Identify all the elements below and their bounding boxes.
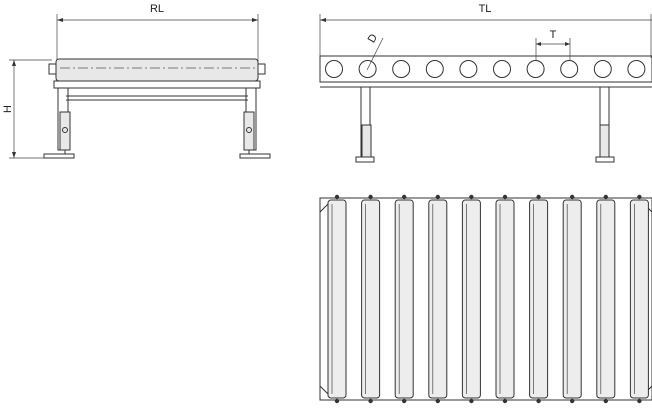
- top-roller-2: [361, 199, 381, 399]
- side-foot-right: [239, 153, 271, 159]
- top-roller-10: [629, 199, 649, 399]
- top-roller-axle-bottom-6: [502, 398, 508, 404]
- front-roller-4: [425, 60, 444, 78]
- side-view: RL H: [2, 3, 271, 159]
- h-label: H: [2, 105, 14, 113]
- top-roller-5: [461, 199, 481, 399]
- front-roller-3: [392, 60, 411, 78]
- side-frame-rail: [53, 80, 261, 89]
- t-arrow-left: [536, 42, 541, 46]
- rl-label: RL: [150, 3, 164, 15]
- top-roller-axle-top-10: [637, 194, 642, 200]
- front-leg-left-adjust: [361, 124, 372, 158]
- front-roller-8: [560, 60, 579, 78]
- front-roller-5: [459, 60, 478, 78]
- front-foot-right: [595, 156, 615, 163]
- top-roller-3: [394, 199, 414, 399]
- rl-arrow-left: [57, 18, 63, 22]
- top-roller-1: [327, 199, 347, 399]
- side-roller: [55, 58, 259, 82]
- top-roller-axle-top-8: [570, 194, 575, 200]
- front-roller-6: [493, 60, 511, 78]
- d-label: D: [366, 32, 380, 45]
- top-roller-axle-bottom-8: [570, 398, 575, 404]
- front-foot-left: [355, 156, 375, 163]
- top-roller-axle-bottom-10: [637, 398, 642, 404]
- top-roller-6: [495, 199, 515, 399]
- side-axle-left: [48, 63, 57, 75]
- top-roller-axle-bottom-4: [435, 398, 440, 404]
- top-roller-axle-bottom-3: [402, 398, 407, 404]
- top-roller-4: [428, 199, 448, 399]
- top-roller-axle-bottom-7: [536, 398, 541, 404]
- top-roller-axle-top-9: [603, 194, 608, 200]
- top-roller-axle-top-2: [368, 194, 373, 200]
- top-roller-9: [596, 199, 616, 399]
- top-roller-axle-top-6: [502, 194, 508, 200]
- side-leg-left-adjust: [59, 111, 71, 151]
- side-leg-right-adjust: [243, 111, 255, 151]
- t-label: T: [550, 29, 557, 41]
- top-roller-axle-top-4: [435, 194, 440, 200]
- top-rollers: [327, 194, 649, 404]
- side-leg-right-bolt: [246, 127, 252, 133]
- top-roller-axle-top-3: [402, 194, 407, 200]
- top-roller-axle-top-1: [334, 194, 340, 200]
- front-rollers: [325, 60, 646, 78]
- front-roller-10: [627, 60, 646, 78]
- tl-arrow-left: [320, 18, 326, 22]
- rl-arrow-right: [252, 18, 258, 22]
- top-view: [319, 194, 652, 404]
- top-roller-axle-bottom-5: [469, 398, 474, 404]
- top-frame: [319, 197, 652, 401]
- front-view: TL D T: [319, 3, 652, 163]
- top-roller-axle-top-5: [469, 194, 474, 200]
- side-axle-right: [257, 63, 266, 75]
- side-leg-left-bolt: [62, 127, 68, 133]
- top-roller-7: [529, 199, 549, 399]
- top-roller-8: [562, 199, 582, 399]
- top-roller-axle-bottom-9: [603, 398, 608, 404]
- front-roller-9: [593, 60, 612, 78]
- front-roller-2: [358, 60, 377, 78]
- t-arrow-right: [565, 42, 570, 46]
- top-roller-axle-bottom-1: [334, 398, 340, 404]
- front-roller-7: [526, 60, 545, 78]
- top-roller-axle-top-7: [536, 194, 541, 200]
- front-frame: [319, 55, 652, 83]
- front-roller-1: [325, 60, 343, 78]
- front-leg-right-adjust: [599, 124, 610, 158]
- side-foot-left: [43, 153, 75, 159]
- top-roller-axle-bottom-2: [368, 398, 373, 404]
- d-leader: [366, 37, 384, 71]
- h-arrow-top: [12, 60, 16, 66]
- h-arrow-bottom: [12, 152, 16, 158]
- tl-label: TL: [479, 3, 492, 15]
